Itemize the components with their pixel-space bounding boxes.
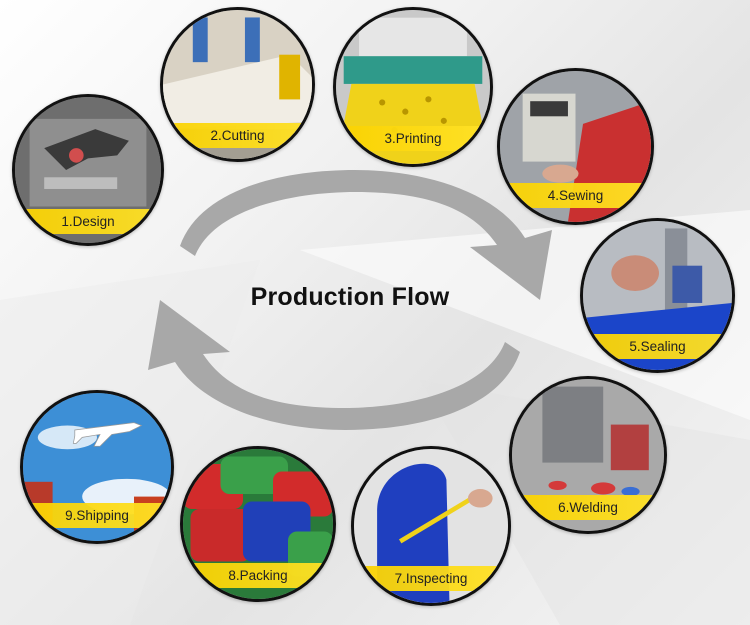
step-shipping: 9.Shipping xyxy=(20,390,174,544)
step-design: 1.Design xyxy=(12,94,164,246)
step-label: 1.Design xyxy=(15,209,161,234)
step-label: 9.Shipping xyxy=(23,503,171,528)
upper-arrow xyxy=(180,170,552,300)
design-monitor-icon xyxy=(15,97,161,243)
step-cutting: 2.Cutting xyxy=(160,7,315,162)
lower-arrow xyxy=(148,300,520,430)
page-title: Production Flow xyxy=(250,283,450,311)
step-printing: 3.Printing xyxy=(333,7,493,167)
step-label: 6.Welding xyxy=(512,495,664,520)
step-inspecting: 7.Inspecting xyxy=(351,446,511,606)
step-label: 4.Sewing xyxy=(500,183,651,208)
step-label: 8.Packing xyxy=(183,563,333,588)
step-welding: 6.Welding xyxy=(509,376,667,534)
step-packing: 8.Packing xyxy=(180,446,336,602)
step-label: 2.Cutting xyxy=(163,123,312,148)
step-label: 5.Sealing xyxy=(583,334,732,359)
step-label: 3.Printing xyxy=(336,126,490,151)
step-label: 7.Inspecting xyxy=(354,566,508,591)
step-sewing: 4.Sewing xyxy=(497,68,654,225)
step-sealing: 5.Sealing xyxy=(580,218,735,373)
